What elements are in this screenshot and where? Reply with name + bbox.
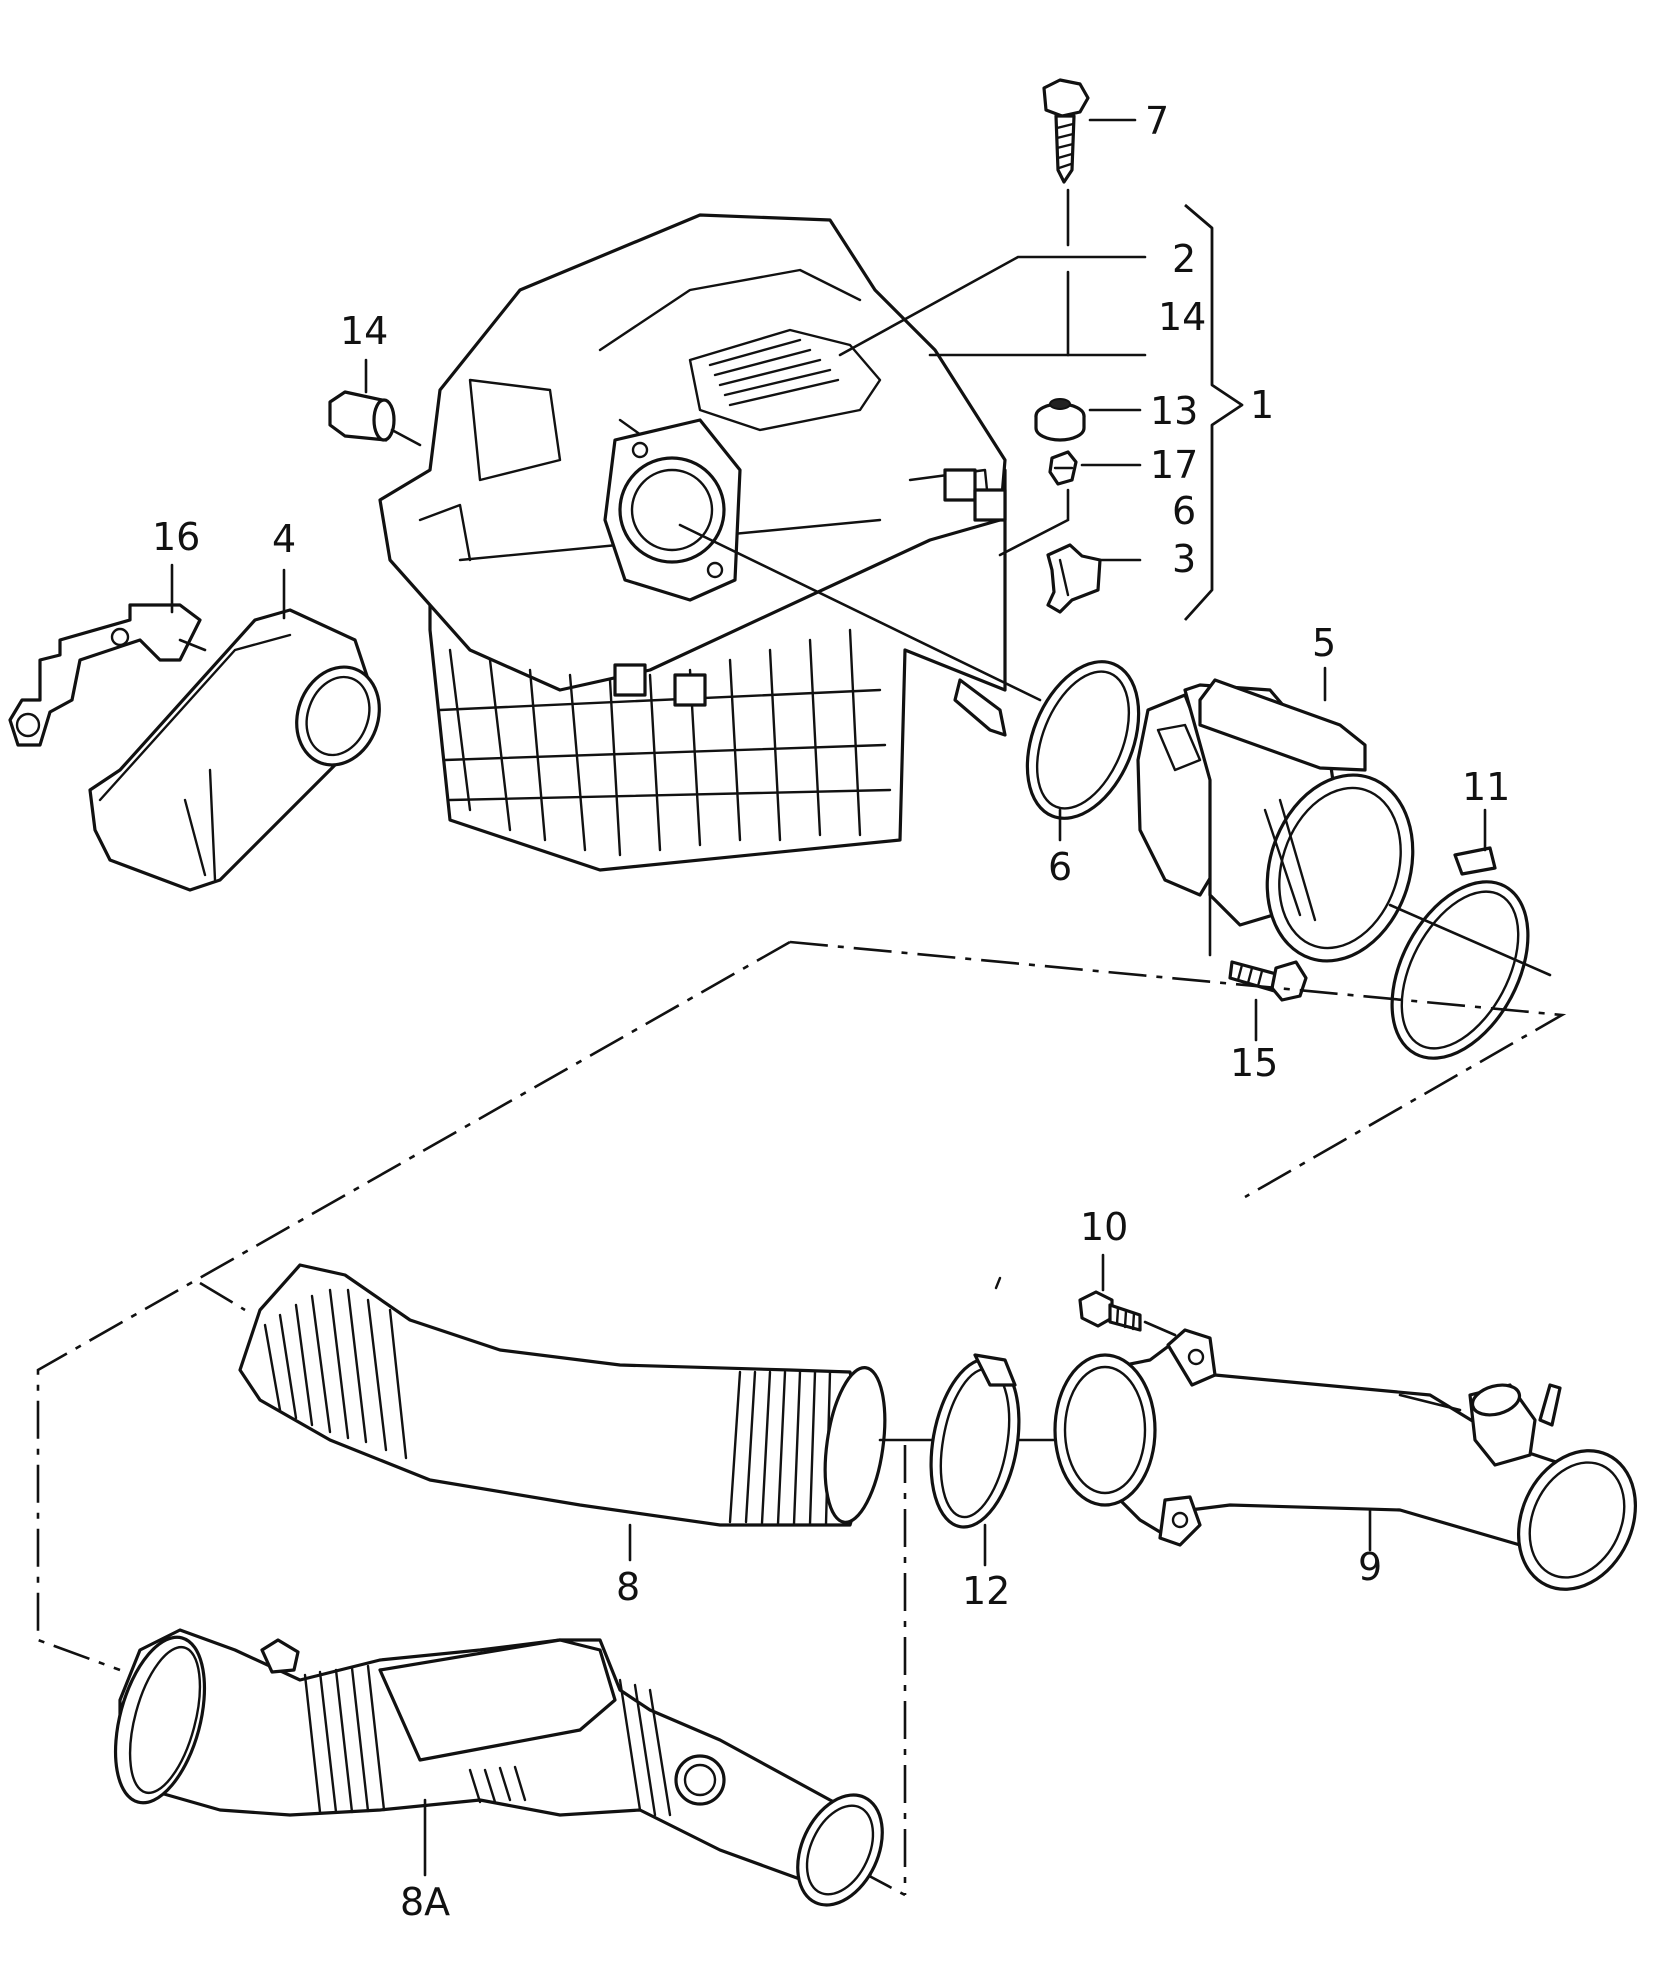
callout-5: 5: [1312, 621, 1336, 665]
callout-8a: 8A: [400, 1880, 450, 1924]
leader-2: [838, 255, 1147, 357]
callout-15: 15: [1230, 1041, 1278, 1085]
callout-8: 8: [616, 1565, 640, 1609]
rubber-mount-14: [328, 358, 422, 447]
bolt-15: [1228, 960, 1308, 1042]
callout-6-lower: 6: [1048, 845, 1072, 889]
grommet-13: [1034, 398, 1142, 442]
clip-17: [998, 450, 1142, 557]
callout-3: 3: [1172, 537, 1196, 581]
callout-11: 11: [1462, 765, 1510, 809]
assembly-brace-1: [1183, 203, 1244, 621]
seal-ring-6: [678, 523, 1141, 842]
retaining-clip-3: [1046, 543, 1142, 614]
callout-6-right: 6: [1172, 489, 1196, 533]
callout-13: 13: [1150, 389, 1198, 433]
connection-dashed-outline: [36, 940, 1567, 1897]
callout-17: 17: [1150, 443, 1198, 487]
callout-1: 1: [1250, 383, 1274, 427]
callout-14-right: 14: [1158, 295, 1206, 339]
hose-clamp-11: [1388, 808, 1552, 1060]
callout-10: 10: [1080, 1205, 1128, 1249]
callout-9: 9: [1358, 1545, 1382, 1589]
callout-2: 2: [1172, 237, 1196, 281]
air-mass-meter-5: [1136, 666, 1415, 963]
callout-12: 12: [962, 1569, 1010, 1613]
intake-hose-8a: [113, 1628, 884, 1907]
hose-clamp-12: [929, 1353, 1021, 1567]
intake-hose-8: [238, 1263, 1062, 1562]
callout-16: 16: [152, 515, 200, 559]
callout-14-left: 14: [340, 309, 388, 353]
stray-mark: [994, 1276, 1002, 1290]
resonator-4: [88, 568, 381, 892]
bolt-7: [1042, 78, 1137, 357]
callout-7: 7: [1145, 99, 1169, 143]
bracket-16: [8, 563, 207, 747]
bolt-10: [1078, 1253, 1177, 1337]
callout-4: 4: [272, 517, 296, 561]
intake-pipe-9: [1053, 1328, 1638, 1591]
air-filter-housing: [378, 213, 1007, 872]
